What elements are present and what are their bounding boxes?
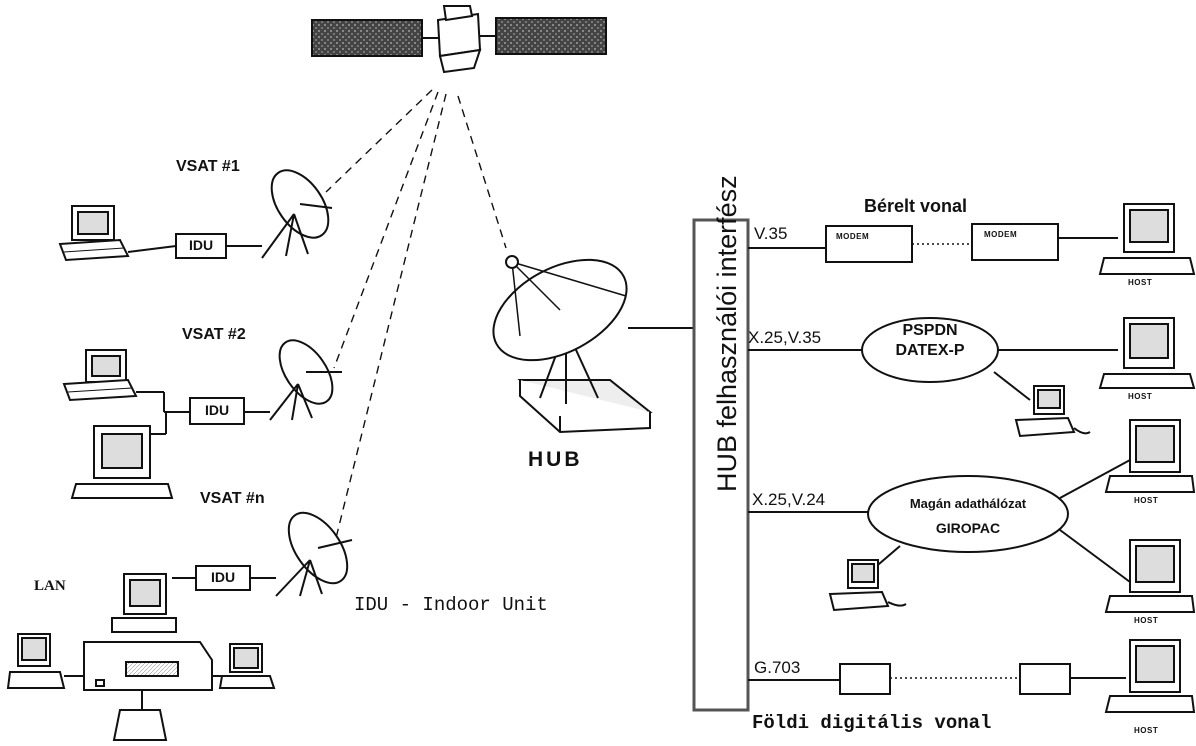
- host-4: [1104, 539, 1196, 613]
- host-1: [1098, 203, 1196, 275]
- site-1: [58, 169, 333, 262]
- host-4-label: HOST: [1134, 616, 1159, 625]
- terrestrial-label: Földi digitális vonal: [752, 712, 992, 734]
- leased-line: [748, 223, 1118, 263]
- vsat1-label: VSAT #1: [176, 158, 240, 175]
- site-2: [62, 339, 342, 499]
- site-n: [6, 511, 353, 741]
- lan-label: LAN: [34, 578, 66, 594]
- host-2-label: HOST: [1128, 392, 1153, 401]
- giropac-label: GIROPAC: [935, 520, 1001, 536]
- workstations: [828, 385, 1091, 612]
- v35-label: V.35: [754, 224, 788, 243]
- interface-label: HUB felhasználói interfész: [712, 175, 742, 492]
- satellite-links: [325, 89, 507, 539]
- host-2: [1098, 317, 1196, 389]
- host-1-label: HOST: [1128, 278, 1153, 287]
- x25-v35-label: X.25,V.35: [748, 328, 822, 347]
- modem-2-label: MODEM: [984, 230, 1018, 239]
- vsatn-label: VSAT #n: [200, 490, 265, 507]
- terrestrial-line: [748, 663, 1126, 695]
- hub-antenna: [492, 255, 694, 434]
- workstation-pspdn: [1014, 385, 1091, 438]
- host-3-label: HOST: [1134, 496, 1159, 505]
- idu-legend: IDU - Indoor Unit: [354, 594, 548, 616]
- idu-n-label: IDU: [210, 569, 236, 585]
- datexp-label: DATEX-P: [895, 342, 965, 359]
- x25-v24-label: X.25,V.24: [752, 490, 826, 509]
- modem-1-label: MODEM: [836, 232, 870, 241]
- interface-panel: [692, 218, 750, 712]
- leased-line-label: Bérelt vonal: [864, 196, 968, 216]
- pspdn-network: [748, 317, 1118, 401]
- private-net-label: Magán adathálózat: [909, 496, 1027, 511]
- workstation-private: [828, 559, 907, 612]
- private-network: [748, 459, 1131, 583]
- host-computers: [1098, 203, 1196, 713]
- satellite: [311, 5, 607, 74]
- hub-label: HUB: [528, 448, 583, 471]
- idu-2-label: IDU: [204, 402, 230, 418]
- vsat2-label: VSAT #2: [182, 326, 246, 343]
- host-5: [1104, 639, 1196, 713]
- idu-1-label: IDU: [188, 237, 214, 253]
- g703-label: G.703: [754, 658, 801, 677]
- pspdn-label: PSPDN: [902, 322, 958, 339]
- host-3: [1104, 419, 1196, 493]
- host-5-label: HOST: [1134, 726, 1159, 735]
